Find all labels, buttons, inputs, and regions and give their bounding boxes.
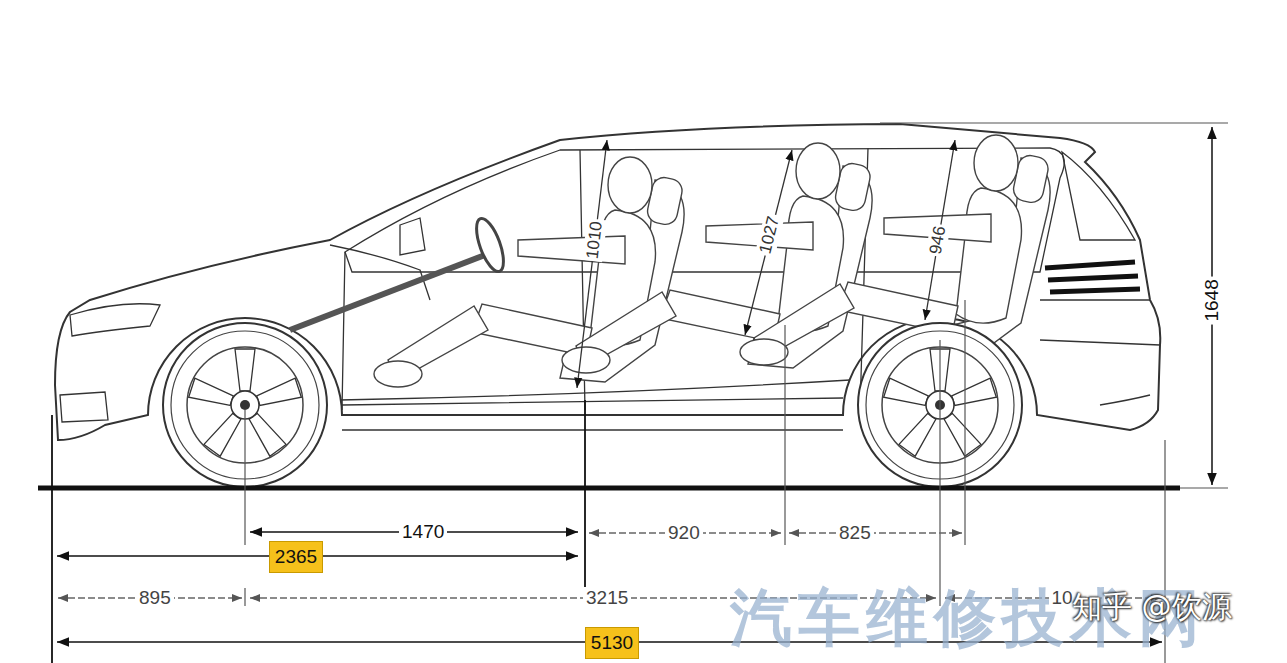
dimension-value: 1470	[399, 521, 447, 544]
dimension-value: 5130	[591, 631, 633, 656]
highlight-box: 2365	[269, 541, 323, 574]
extension-lines	[1180, 487, 1228, 488]
dimension-lines-grey	[789, 532, 962, 533]
car-body	[60, 392, 108, 422]
dimension-lines-black	[57, 127, 1212, 642]
extension-lines	[51, 415, 53, 663]
dimension-value: 895	[136, 587, 174, 610]
extension-lines	[244, 410, 245, 545]
interior-height-lines	[577, 140, 955, 388]
steering	[471, 215, 509, 274]
dimension-value: 825	[836, 522, 874, 545]
dimension-value: 2365	[275, 545, 317, 570]
car-body	[1062, 152, 1135, 240]
extension-lines	[584, 400, 586, 605]
extension-lines	[244, 588, 245, 606]
extension-lines	[784, 325, 785, 545]
watermark: 知乎 @饮源	[1072, 589, 1232, 625]
extension-lines	[939, 340, 940, 606]
extension-lines	[880, 122, 1228, 123]
car-body	[1045, 262, 1140, 292]
extension-lines	[52, 123, 1228, 663]
steering	[290, 255, 485, 330]
interior-height-lines	[745, 150, 792, 335]
steering	[290, 215, 509, 330]
occupants	[562, 143, 872, 373]
interior-height-lines	[577, 140, 607, 388]
interior-height-lines	[925, 140, 955, 320]
ground-line	[38, 486, 1180, 491]
overall-height: 1648	[1201, 276, 1224, 324]
dimension-value: 920	[665, 522, 703, 545]
car-body	[345, 148, 1064, 272]
dimension-value: 3215	[583, 587, 631, 610]
car-body	[70, 304, 160, 336]
car-body	[342, 398, 843, 430]
car-body	[400, 218, 425, 255]
highlight-box: 5130	[585, 627, 639, 660]
occupants	[374, 157, 684, 387]
car-body	[1040, 300, 1160, 405]
occupants	[740, 135, 1050, 365]
extension-lines	[964, 300, 965, 545]
dimension-value: 10	[1049, 587, 1076, 610]
